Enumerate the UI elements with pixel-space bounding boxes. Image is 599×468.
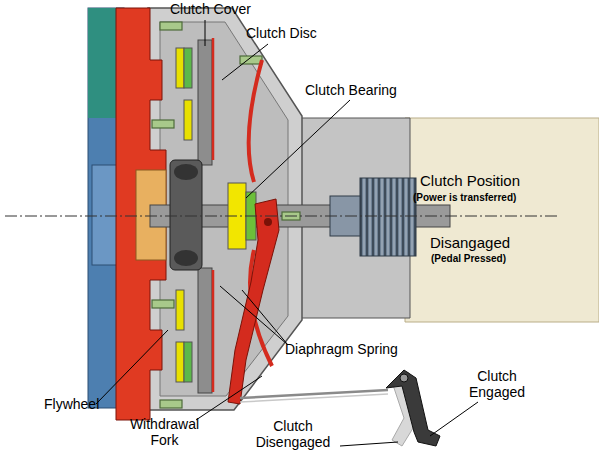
friction-facing (184, 100, 192, 140)
part-label: Clutch Bearing (305, 82, 425, 98)
part-label: Flywheel (44, 396, 124, 412)
leader-line (430, 402, 478, 436)
part-label: Diaphragm Spring (285, 341, 435, 357)
pedal-label: Clutch Engaged (457, 368, 537, 400)
friction-facing (176, 342, 184, 382)
coil-spring (152, 22, 300, 408)
part-label: Withdrawal Fork (122, 416, 207, 448)
leader-line (196, 376, 262, 420)
leader-line (246, 100, 350, 198)
coil-spring (160, 22, 182, 30)
damper-spring (174, 164, 198, 180)
pressure-plate (198, 40, 212, 165)
pedal-pivot (400, 374, 408, 382)
leader-line (340, 442, 398, 446)
disc-hub (170, 160, 202, 270)
fork-pivot (264, 218, 272, 226)
clutch-cable (240, 390, 388, 398)
leader-line (205, 20, 206, 46)
pedal-label: Clutch Disengaged (248, 418, 338, 450)
leader-line (222, 44, 268, 80)
engine-block (88, 8, 118, 118)
state-heading: Disangaged (430, 234, 590, 251)
leader-line (96, 330, 168, 404)
gear (360, 178, 416, 256)
withdrawal-fork (228, 199, 279, 404)
leader-line (96, 20, 478, 446)
friction-facing (184, 342, 192, 382)
clutch-cable (240, 394, 388, 402)
diaphragm-spring (248, 60, 262, 182)
pressure-plate (198, 268, 212, 393)
friction-facing (176, 48, 184, 88)
part-label: Clutch Disc (246, 25, 346, 41)
clutch-disc (212, 38, 215, 392)
leader-line (220, 286, 288, 345)
leader-line (242, 290, 288, 345)
state-heading: Clutch Position (420, 172, 595, 189)
damper-spring (174, 250, 198, 266)
part-label: Clutch Cover (170, 1, 280, 17)
centre-line (5, 216, 560, 217)
state-note: (Pedal Pressed) (431, 253, 591, 265)
state-note: (Power is transferred) (413, 192, 598, 204)
friction-facing (184, 48, 192, 88)
coil-spring (152, 300, 174, 308)
coil-spring (152, 120, 174, 128)
coil-spring (160, 400, 182, 408)
friction-facing (176, 290, 184, 330)
